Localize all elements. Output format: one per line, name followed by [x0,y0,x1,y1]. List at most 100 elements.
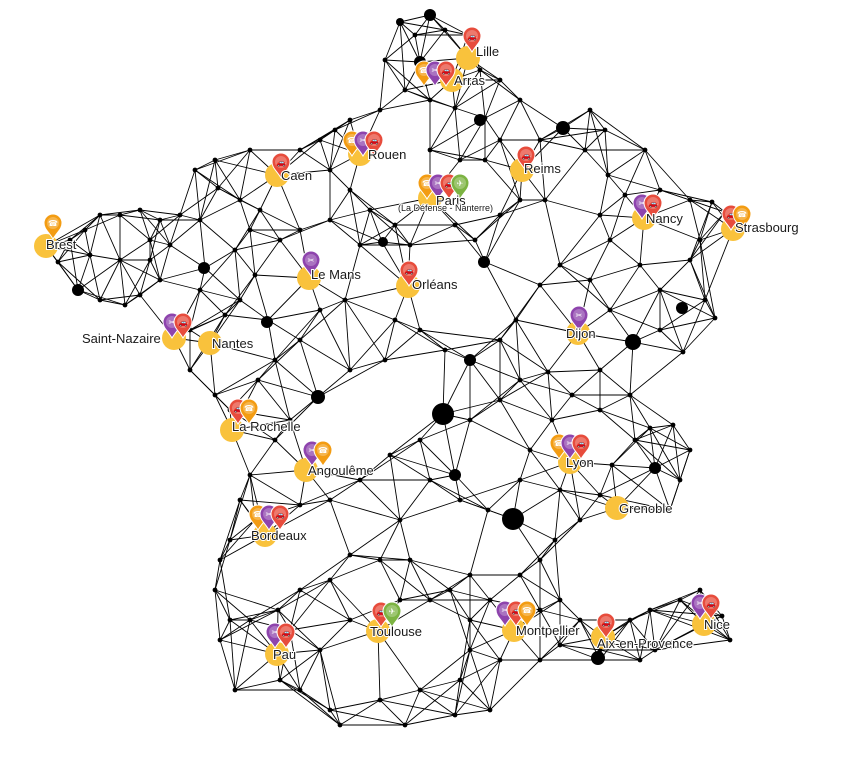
purple-service-pin-icon[interactable]: ✂ [301,250,321,278]
network-edge [604,129,609,176]
network-node [467,572,473,578]
green-service-pin-icon[interactable]: ✈ [450,173,470,201]
city-marker-nantes[interactable] [198,331,222,355]
network-edge [279,679,331,711]
network-node [677,477,683,483]
svg-text:✂: ✂ [360,136,367,145]
network-edge [611,464,656,469]
network-edge [389,439,421,456]
red-service-pin-icon[interactable]: 🚗 [596,612,616,640]
network-edge [349,554,381,561]
orange-service-pin-icon[interactable]: ☎ [43,213,63,241]
city-marker-brest[interactable] [34,234,58,258]
red-service-pin-icon[interactable]: 🚗 [399,260,419,288]
network-node [602,127,608,133]
svg-text:✈: ✈ [389,607,396,616]
network-node [557,597,563,603]
network-edge [159,279,201,291]
network-edge [654,639,731,651]
network-edge [234,229,251,251]
city-label-larochelle: La Rochelle [232,419,301,434]
network-edge [119,259,141,296]
red-service-pin-icon[interactable]: 🚗 [364,130,384,158]
network-edge [349,189,396,226]
network-edge [609,194,626,241]
city-marker-toulouse[interactable] [366,619,390,643]
network-edge [414,29,446,36]
svg-text:✂: ✂ [309,446,316,455]
city-marker-dijon[interactable] [566,321,590,345]
network-edge [539,519,581,561]
red-service-pin-icon[interactable]: 🚗 [173,312,193,340]
network-edge [579,494,601,521]
red-service-pin-icon[interactable]: 🚗 [436,60,456,88]
city-marker-lemans[interactable] [297,266,321,290]
network-edge [379,559,401,601]
network-node [497,212,503,218]
green-service-pin-icon[interactable]: ✈ [382,601,402,629]
network-edge [277,609,321,651]
network-edge [229,474,251,541]
network-node [222,312,228,318]
network-edge [254,274,269,321]
red-service-pin-icon[interactable]: 🚗 [271,152,291,180]
red-service-pin-icon[interactable]: 🚗 [701,593,721,621]
network-edge [639,264,661,291]
network-node [497,77,503,83]
red-service-pin-icon[interactable]: 🚗 [276,622,296,650]
network-node [670,422,676,428]
red-service-pin-icon[interactable]: 🚗 [643,193,663,221]
red-service-pin-icon[interactable]: 🚗 [270,504,290,532]
network-edge [669,479,681,511]
network-edge [234,679,281,691]
city-label-nancy: Nancy [646,211,683,226]
network-edge [699,239,716,319]
network-edge [214,379,259,396]
network-edge [349,109,381,121]
network-edge [234,619,251,691]
orange-service-pin-icon[interactable]: ☎ [732,204,752,232]
network-edge [609,289,661,311]
city-marker-grenoble[interactable] [605,496,629,520]
network-edge [229,609,279,621]
orange-service-pin-icon[interactable]: ☎ [239,398,259,426]
network-edge [329,219,361,246]
orange-service-pin-icon[interactable]: ☎ [517,600,537,628]
city-label-lille: Lille [476,44,499,59]
city-marker-montpellier[interactable] [502,618,526,642]
city-marker-lille[interactable] [456,46,480,70]
network-edge [624,149,646,196]
network-edge [419,439,431,481]
network-edge [562,127,606,131]
city-marker-pau[interactable] [265,642,289,666]
network-edge [559,644,601,651]
purple-service-pin-icon[interactable]: ✂ [569,305,589,333]
network-edge [77,259,121,291]
network-edge [469,339,501,361]
red-service-pin-icon[interactable]: 🚗 [462,26,482,54]
city-marker-lyon[interactable] [558,450,582,474]
network-node [357,477,363,483]
svg-text:🚗: 🚗 [441,66,451,75]
network-node [657,327,663,333]
network-edge [169,214,181,246]
city-label-bordeaux: Bordeaux [251,528,307,543]
network-edge [99,214,121,261]
network-edge [654,467,671,511]
network-edge [515,319,521,381]
network-node [427,147,433,153]
network-edge [267,309,321,321]
network-hub [396,18,404,26]
network-edge [204,267,241,301]
network-hub [649,462,661,474]
network-edge [379,559,431,601]
network-edge [344,244,361,301]
red-service-pin-icon[interactable]: 🚗 [516,145,536,173]
red-service-pin-icon[interactable]: 🚗 [571,433,591,461]
city-label-brest: Brest [46,237,77,252]
orange-service-pin-icon[interactable]: ☎ [313,440,333,468]
network-edge [659,299,706,331]
network-edge [329,699,381,711]
network-edge [139,209,181,216]
city-marker-orleans[interactable] [396,274,420,298]
